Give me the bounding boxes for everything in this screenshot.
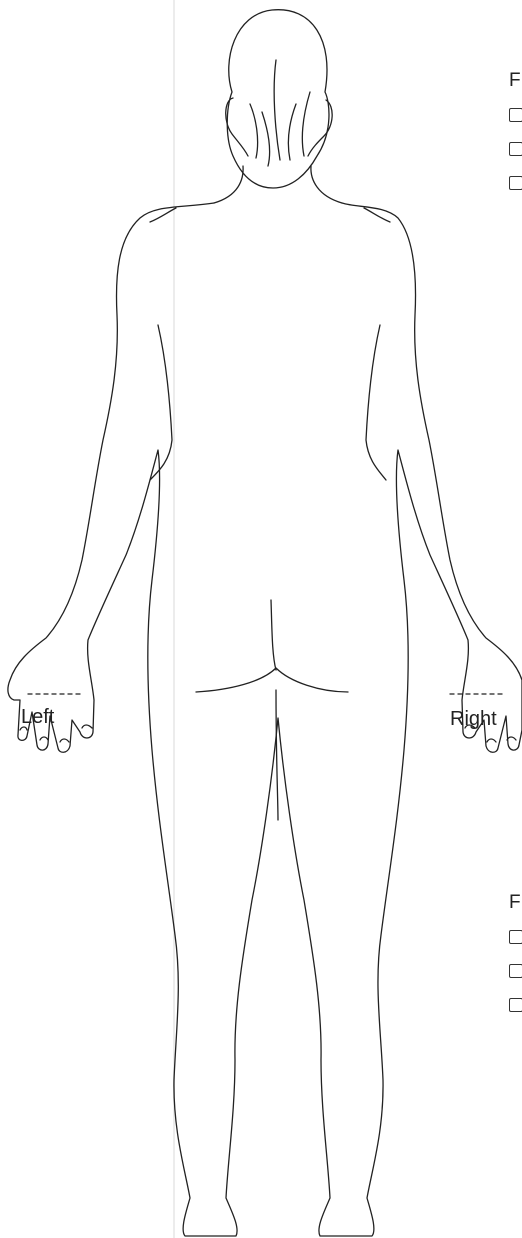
checkbox-option[interactable]	[509, 132, 522, 166]
checkbox[interactable]	[509, 176, 522, 190]
checkbox[interactable]	[509, 964, 522, 978]
checkbox-group-top: F	[509, 70, 522, 200]
body-outline	[8, 203, 522, 1236]
checkbox-option[interactable]	[509, 920, 522, 954]
gluteal-cleft	[271, 600, 276, 670]
neck-right	[311, 166, 342, 203]
checkbox-group-heading: F	[509, 70, 522, 98]
neck-left	[214, 166, 243, 203]
checkbox[interactable]	[509, 142, 522, 156]
checkbox[interactable]	[509, 930, 522, 944]
checkbox-option[interactable]	[509, 166, 522, 200]
checkbox-group-heading: F	[509, 892, 522, 920]
checkbox-option[interactable]	[509, 98, 522, 132]
left-ear	[226, 98, 248, 156]
inner-leg-divide	[276, 690, 278, 820]
checkbox[interactable]	[509, 108, 522, 122]
right-inner-arm	[366, 325, 386, 480]
checkbox-option[interactable]	[509, 954, 522, 988]
head-outline	[227, 10, 329, 188]
checkbox-option[interactable]	[509, 988, 522, 1022]
checkbox[interactable]	[509, 998, 522, 1012]
checkbox-group-bottom: F	[509, 892, 522, 1022]
right-side-label: Right	[450, 708, 497, 731]
gluteal-fold	[196, 668, 348, 692]
left-inner-arm	[150, 325, 172, 480]
left-side-label: Left	[21, 706, 54, 729]
